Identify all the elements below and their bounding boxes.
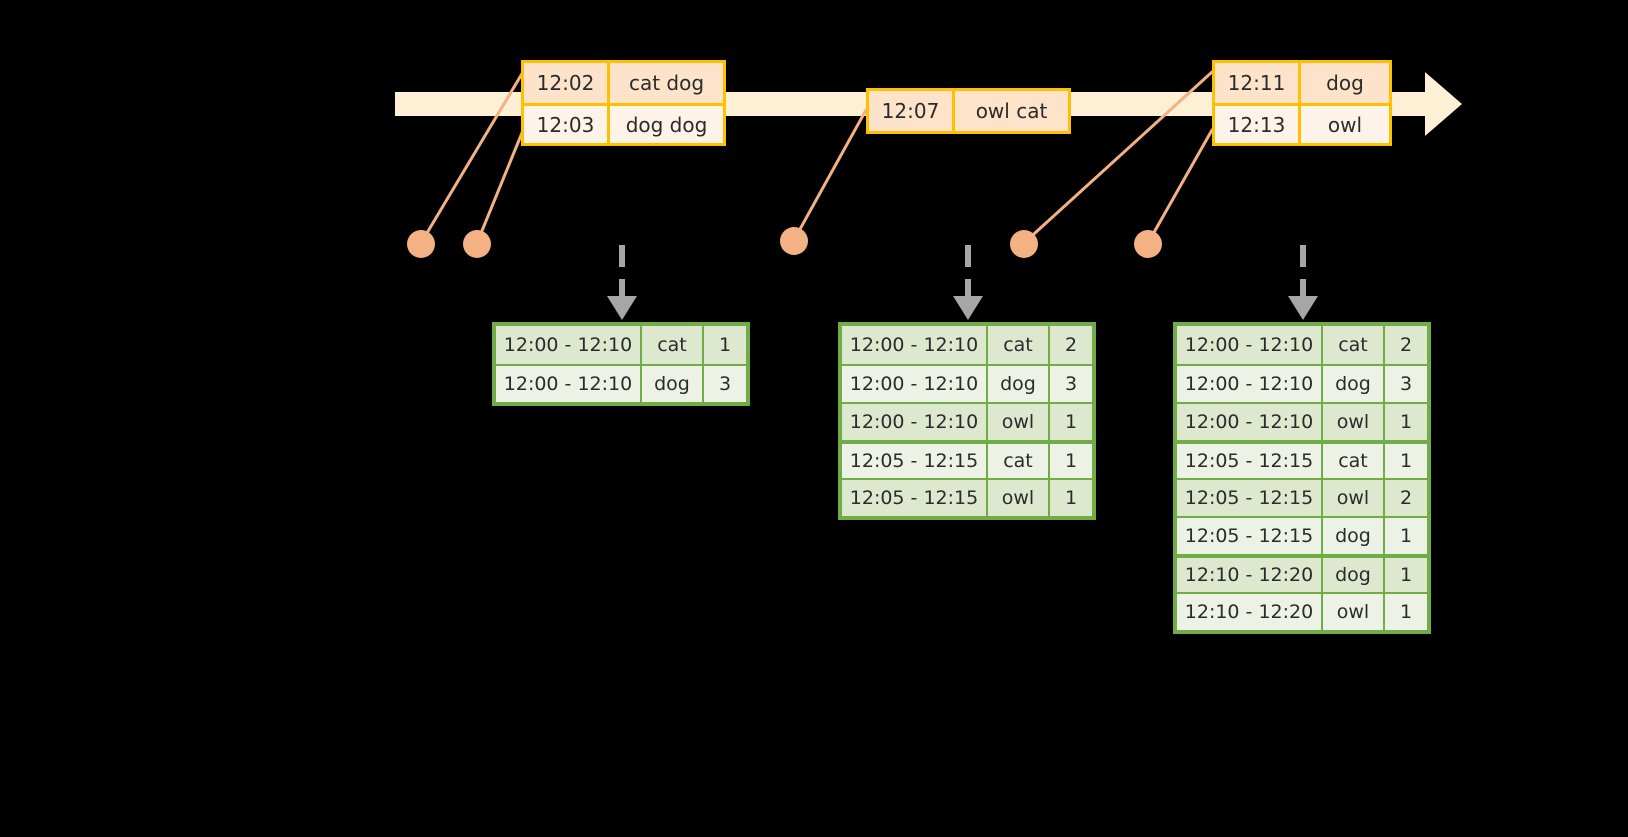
dot-12-02 bbox=[407, 230, 435, 258]
dot-12-11 bbox=[1010, 230, 1038, 258]
event-group-3[interactable]: 12:11 dog 12:13 owl bbox=[1212, 60, 1392, 146]
event-dots bbox=[407, 227, 1162, 258]
event-time: 12:07 bbox=[869, 91, 955, 131]
event-value: dog bbox=[1326, 71, 1364, 95]
cell-count: 1 bbox=[1399, 601, 1413, 623]
event-time: 12:03 bbox=[524, 106, 610, 143]
dot-12-13 bbox=[1134, 230, 1162, 258]
connector-12-03 bbox=[475, 126, 526, 245]
cell-key: dog bbox=[1323, 366, 1385, 402]
cell-count: 1 bbox=[1064, 487, 1078, 509]
cell-key: dog bbox=[988, 366, 1050, 402]
cell-window: 12:05 - 12:15 bbox=[842, 444, 988, 478]
cell-window: 12:00 - 12:10 bbox=[1177, 366, 1323, 402]
cell-window: 12:00 - 12:10 bbox=[842, 366, 988, 402]
event-row[interactable]: 12:02 cat dog bbox=[524, 63, 723, 103]
dot-12-07 bbox=[780, 227, 808, 255]
cell-key: cat bbox=[988, 444, 1050, 478]
cell-count: 2 bbox=[1399, 334, 1413, 356]
cell-count: 3 bbox=[1064, 373, 1078, 395]
cell-key: owl bbox=[988, 480, 1050, 516]
cell-window: 12:00 - 12:10 bbox=[842, 404, 988, 440]
cell-count: 1 bbox=[1399, 525, 1413, 547]
cell-key: owl bbox=[1323, 594, 1385, 630]
cell-window: 12:05 - 12:15 bbox=[1177, 444, 1323, 478]
event-row[interactable]: 12:11 dog bbox=[1215, 63, 1389, 103]
result-arrow-3 bbox=[1288, 245, 1318, 320]
cell-count: 1 bbox=[1064, 450, 1078, 472]
cell-window: 12:10 - 12:20 bbox=[1177, 594, 1323, 630]
event-row[interactable]: 12:13 owl bbox=[1215, 103, 1389, 143]
dot-12-03 bbox=[463, 230, 491, 258]
cell-window: 12:05 - 12:15 bbox=[1177, 480, 1323, 516]
cell-window: 12:00 - 12:10 bbox=[1177, 404, 1323, 440]
cell-count: 3 bbox=[718, 373, 732, 395]
event-row[interactable]: 12:03 dog dog bbox=[524, 103, 723, 143]
cell-key: owl bbox=[1323, 480, 1385, 516]
result-arrow-2 bbox=[953, 245, 983, 320]
cell-window: 12:10 - 12:20 bbox=[1177, 558, 1323, 592]
event-row[interactable]: 12:07 owl cat bbox=[869, 91, 1068, 131]
cell-count: 1 bbox=[1399, 411, 1413, 433]
cell-count: 1 bbox=[718, 334, 732, 356]
connector-12-07 bbox=[792, 108, 868, 242]
event-value: owl cat bbox=[975, 99, 1048, 123]
cell-window: 12:00 - 12:10 bbox=[1177, 326, 1323, 364]
cell-key: cat bbox=[1323, 444, 1385, 478]
event-time: 12:02 bbox=[524, 63, 610, 103]
event-time: 12:13 bbox=[1215, 106, 1301, 143]
connector-12-02 bbox=[419, 65, 528, 245]
cell-window: 12:00 - 12:10 bbox=[842, 326, 988, 364]
cell-window: 12:00 - 12:10 bbox=[496, 326, 642, 364]
cell-count: 1 bbox=[1064, 411, 1078, 433]
cell-count: 1 bbox=[1399, 450, 1413, 472]
cell-key: owl bbox=[988, 404, 1050, 440]
cell-window: 12:00 - 12:10 bbox=[496, 366, 642, 402]
event-value: owl bbox=[1327, 112, 1363, 137]
cell-count: 2 bbox=[1399, 487, 1413, 509]
event-group-2[interactable]: 12:07 owl cat bbox=[866, 88, 1071, 134]
connector-12-13 bbox=[1146, 128, 1214, 245]
cell-count: 1 bbox=[1399, 564, 1413, 586]
cell-count: 3 bbox=[1399, 373, 1413, 395]
cell-key: cat bbox=[1323, 326, 1385, 364]
cell-key: dog bbox=[1323, 558, 1385, 592]
cell-count: 2 bbox=[1064, 334, 1078, 356]
cell-window: 12:05 - 12:15 bbox=[842, 480, 988, 516]
event-value: dog dog bbox=[625, 112, 708, 137]
event-group-1[interactable]: 12:02 cat dog 12:03 dog dog bbox=[521, 60, 726, 146]
cell-key: dog bbox=[1323, 518, 1385, 554]
event-time: 12:11 bbox=[1215, 63, 1301, 103]
result-arrow-1 bbox=[607, 245, 637, 320]
result-arrows bbox=[607, 245, 1318, 320]
cell-window: 12:05 - 12:15 bbox=[1177, 518, 1323, 554]
event-value: cat dog bbox=[628, 71, 705, 95]
cell-key: owl bbox=[1323, 404, 1385, 440]
cell-key: dog bbox=[642, 366, 704, 402]
cell-key: cat bbox=[642, 326, 704, 364]
cell-key: cat bbox=[988, 326, 1050, 364]
